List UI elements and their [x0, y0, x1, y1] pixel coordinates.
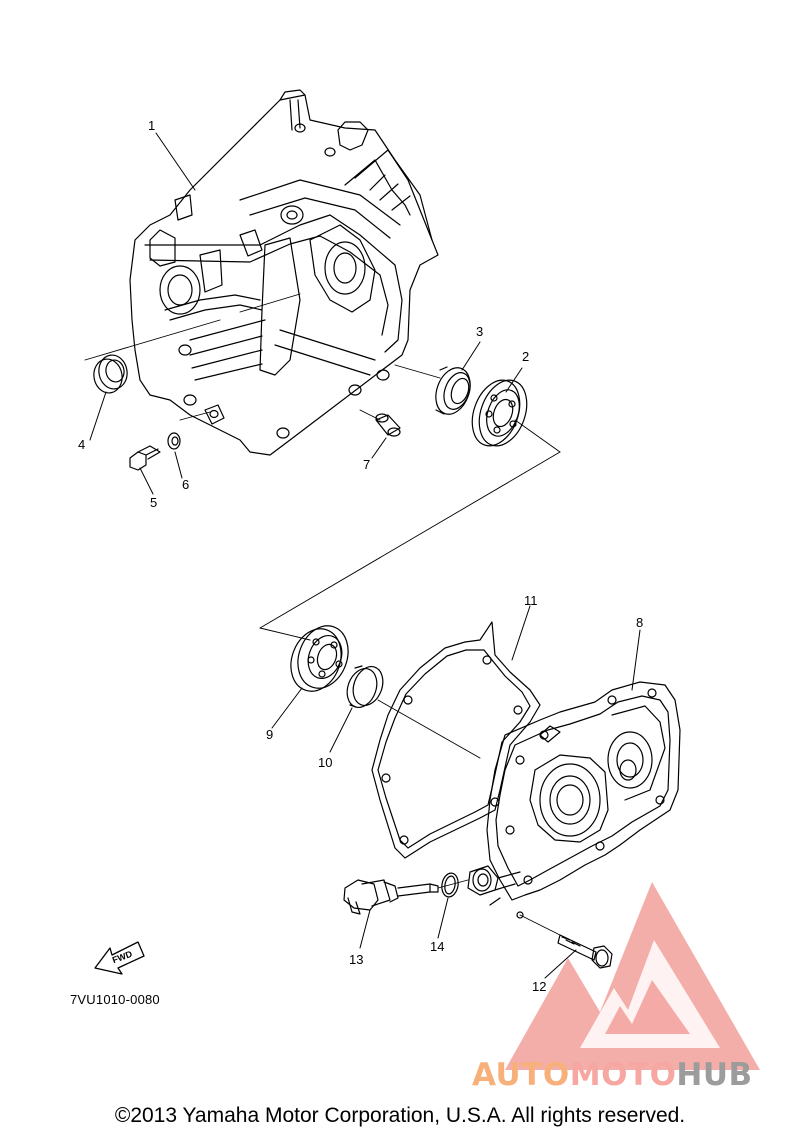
- callout-4: 4: [78, 437, 86, 452]
- callout-5: 5: [150, 495, 158, 510]
- part-code: 7VU1010-0080: [70, 992, 160, 1007]
- callout-leaders: [89, 132, 641, 979]
- plug-cap: [346, 665, 384, 708]
- drain-bolt: [129, 445, 161, 471]
- alignment-line-bolt: [519, 914, 561, 936]
- callout-14: 14: [430, 939, 445, 954]
- oil-seal-small: [93, 354, 128, 394]
- callout-13: 13: [349, 952, 364, 967]
- callout-12: 12: [532, 979, 547, 994]
- watermark-auto: AUTO: [472, 1057, 570, 1093]
- crankcase: [129, 89, 439, 456]
- oil-filler-dipstick: [343, 879, 439, 915]
- automotohub-logo-icon: [505, 882, 760, 1070]
- fwd-arrow-icon: [94, 941, 145, 975]
- bearing-upper: [471, 379, 528, 447]
- callout-3: 3: [476, 324, 484, 339]
- callout-9: 9: [266, 727, 274, 742]
- bearing-lower: [290, 625, 349, 692]
- alignment-line-dipstick: [437, 879, 469, 889]
- callout-6: 6: [182, 477, 190, 492]
- watermark-moto: MOTO: [569, 1057, 677, 1093]
- gasket: [371, 621, 541, 859]
- washer: [167, 432, 181, 450]
- watermark-hub: HUB: [676, 1057, 753, 1093]
- callout-7: 7: [363, 457, 371, 472]
- oil-seal: [435, 366, 471, 415]
- callout-8: 8: [636, 615, 644, 630]
- crankcase-cover: [467, 681, 681, 919]
- callout-2: 2: [522, 349, 530, 364]
- flange-bolt: [557, 934, 613, 969]
- copyright-notice: ©2013 Yamaha Motor Corporation, U.S.A. A…: [114, 1104, 686, 1127]
- alignment-line-gasket: [377, 699, 481, 759]
- dowel-pin: [375, 413, 401, 437]
- callout-10: 10: [318, 755, 333, 770]
- alignment-lines-upper: [84, 293, 561, 641]
- o-ring: [441, 872, 459, 898]
- callout-1: 1: [148, 118, 156, 133]
- callout-11: 11: [524, 593, 538, 608]
- watermark-text: AUTOMOTOHUB: [472, 1058, 753, 1092]
